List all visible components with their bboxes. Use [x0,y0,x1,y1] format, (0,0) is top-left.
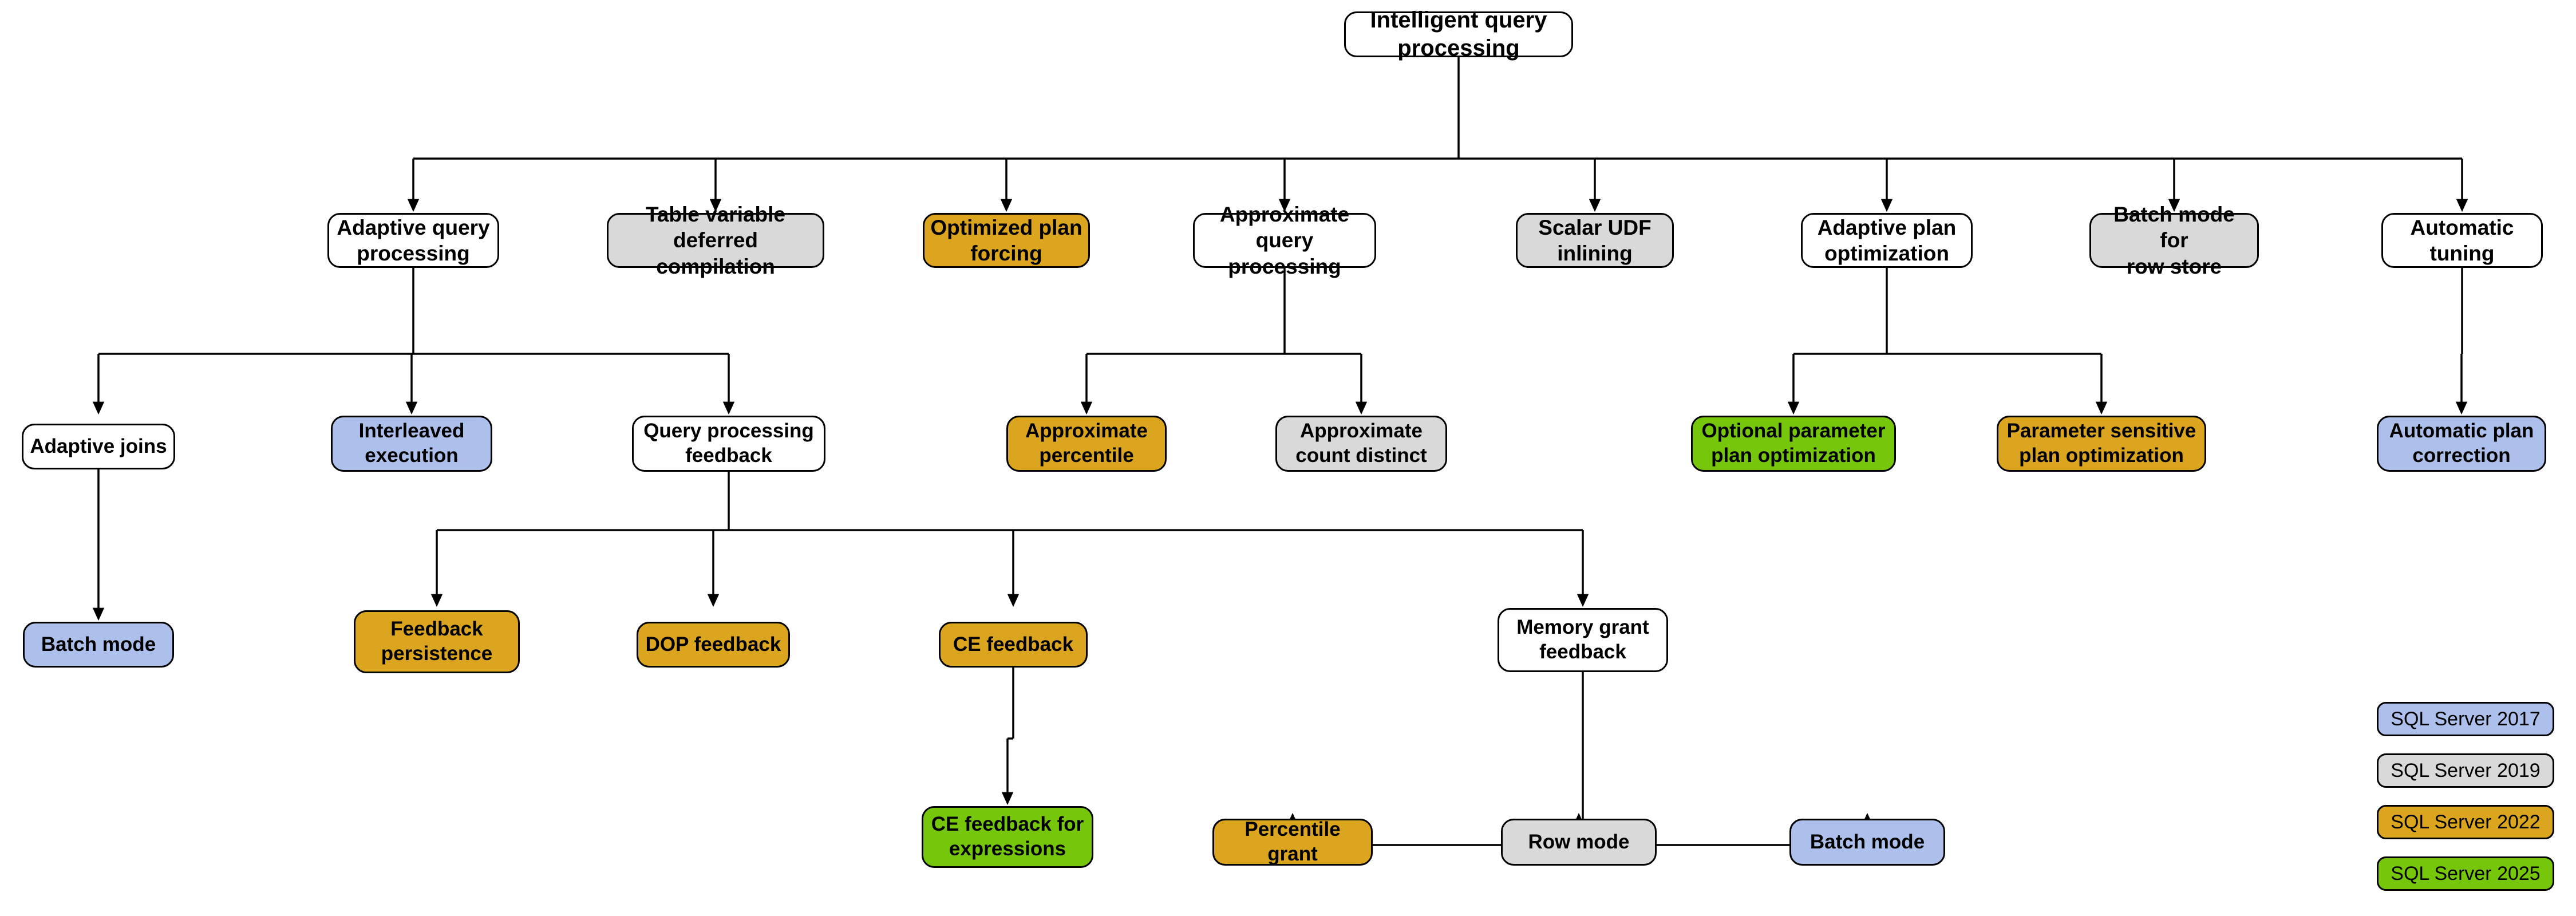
legend-item-label: SQL Server 2022 [2391,811,2541,833]
legend-item-label: SQL Server 2025 [2391,862,2541,885]
node-batch-mode-adaptive-joins[interactable]: Batch mode [23,622,174,668]
node-percentile-grant[interactable]: Percentile grant [1212,818,1373,866]
node-dop-feedback[interactable]: DOP feedback [637,622,790,668]
node-adaptive-plan-optimization[interactable]: Adaptive plan optimization [1801,213,1973,268]
node-label: Adaptive plan optimization [1817,215,1957,265]
node-label: Query processing feedback [643,420,814,467]
node-scalar-udf-inlining[interactable]: Scalar UDF inlining [1516,213,1674,268]
node-optional-parameter-plan-optimization[interactable]: Optional parameter plan optimization [1691,416,1896,472]
node-label: Batch mode [1809,830,1925,853]
node-label: Adaptive joins [30,435,167,457]
node-label: Intelligent query processing [1370,7,1547,61]
legend-item-sql-server-2022: SQL Server 2022 [2377,805,2554,839]
node-label: Interleaved execution [358,420,465,467]
node-label: DOP feedback [645,633,781,656]
legend-item-sql-server-2019: SQL Server 2019 [2377,753,2554,788]
node-parameter-sensitive-plan-optimization[interactable]: Parameter sensitive plan optimization [1997,416,2206,472]
node-table-variable-deferred-compilation[interactable]: Table variable deferred compilation [607,203,824,278]
node-optimized-plan-forcing[interactable]: Optimized plan forcing [923,213,1090,268]
node-label: Parameter sensitive plan optimization [2006,420,2196,467]
node-label: Table variable deferred compilation [645,203,786,278]
node-approximate-percentile[interactable]: Approximate percentile [1006,416,1167,472]
node-batch-mode-memory-grant[interactable]: Batch mode [1789,819,1945,866]
legend-item-sql-server-2025: SQL Server 2025 [2377,856,2554,891]
node-label: Scalar UDF inlining [1538,215,1652,265]
node-label: Adaptive query processing [337,215,490,265]
node-label: Automatic plan correction [2389,420,2534,467]
node-ce-feedback-for-expressions[interactable]: CE feedback for expressions [922,806,1093,868]
node-label: CE feedback for expressions [931,813,1084,860]
node-label: Percentile grant [1244,818,1341,865]
node-label: Optional parameter plan optimization [1701,420,1886,467]
node-label: Batch mode [41,633,156,656]
node-label: Optimized plan forcing [930,215,1082,265]
node-label: Batch mode for row store [2113,203,2235,278]
legend-item-label: SQL Server 2017 [2391,708,2541,730]
node-label: Memory grant feedback [1516,616,1649,663]
node-root[interactable]: Intelligent query processing [1344,7,1573,61]
node-row-mode[interactable]: Row mode [1501,819,1657,866]
node-label: Approximate query processing [1219,203,1350,278]
node-interleaved-execution[interactable]: Interleaved execution [331,416,492,472]
node-batch-mode-for-row-store[interactable]: Batch mode for row store [2089,203,2259,278]
node-label: CE feedback [953,633,1074,656]
node-memory-grant-feedback[interactable]: Memory grant feedback [1498,608,1668,672]
node-feedback-persistence[interactable]: Feedback persistence [354,610,520,673]
node-automatic-tuning[interactable]: Automatic tuning [2381,213,2543,268]
node-automatic-plan-correction[interactable]: Automatic plan correction [2377,416,2546,472]
node-ce-feedback[interactable]: CE feedback [939,622,1088,668]
node-approximate-query-processing[interactable]: Approximate query processing [1193,203,1376,278]
node-approximate-count-distinct[interactable]: Approximate count distinct [1275,416,1447,472]
node-query-processing-feedback[interactable]: Query processing feedback [632,416,825,472]
node-label: Approximate count distinct [1295,420,1427,467]
node-label: Automatic tuning [2410,215,2514,265]
legend-item-label: SQL Server 2019 [2391,759,2541,781]
node-label: Row mode [1528,830,1630,853]
legend-item-sql-server-2017: SQL Server 2017 [2377,702,2554,736]
node-adaptive-query-processing[interactable]: Adaptive query processing [327,213,499,268]
node-label: Approximate percentile [1025,420,1148,467]
node-label: Feedback persistence [381,618,493,665]
node-adaptive-joins[interactable]: Adaptive joins [22,424,175,469]
